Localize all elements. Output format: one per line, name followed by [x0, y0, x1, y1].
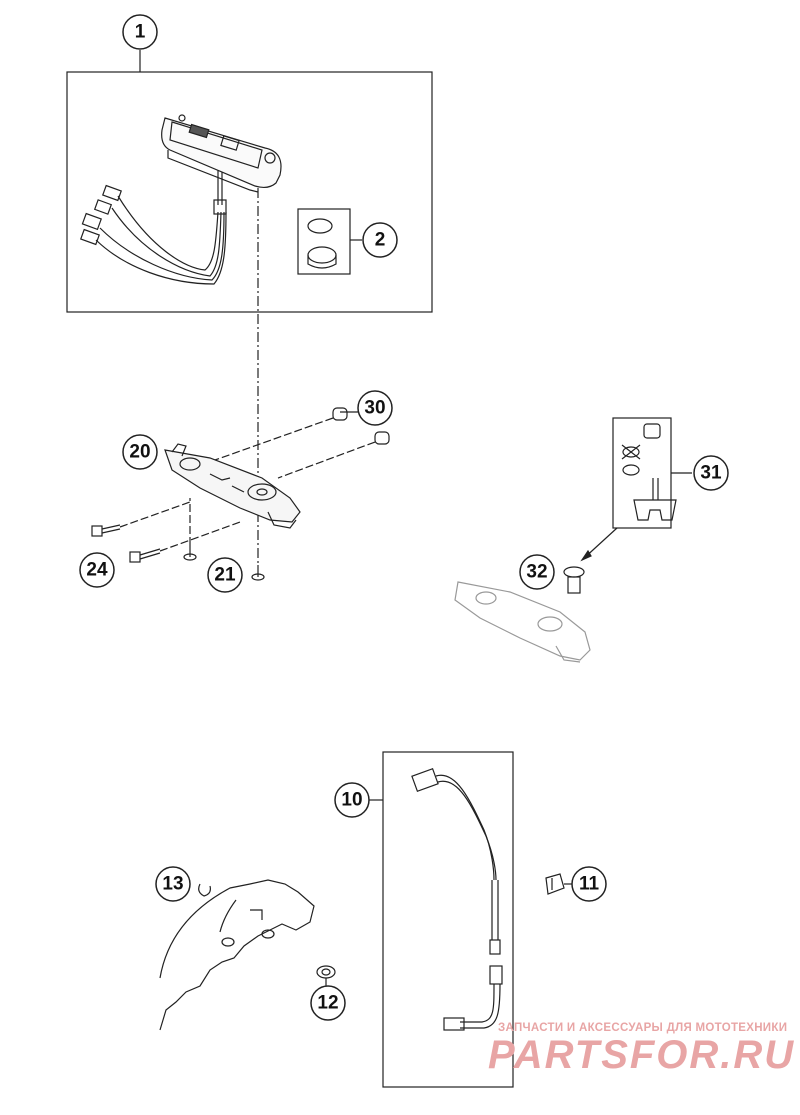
speed-sensor-cable: [411, 767, 503, 1031]
callout-13: [155, 866, 191, 902]
callout-label-10: 10: [341, 790, 362, 811]
callout-20: [122, 434, 158, 470]
callout-10: [334, 782, 370, 818]
callout-label-21: 21: [214, 565, 236, 586]
instrument-group-box: [66, 71, 433, 313]
part-32-bushing: [563, 566, 585, 594]
watermark-tagline: ЗАПЧАСТИ И АКСЕССУАРЫ ДЛЯ МОТОТЕХНИКИ: [498, 1022, 788, 1034]
part-12-nut: [316, 965, 336, 988]
callout-label-20: 20: [129, 442, 150, 463]
part-10-sensor-box: [368, 751, 514, 1088]
callout-11: [571, 866, 607, 902]
part-2-seal-nut: [297, 208, 362, 275]
part-31-kit: [612, 417, 692, 529]
callout-label-24: 24: [86, 560, 108, 581]
callout-1: [122, 14, 158, 50]
callout-21: [207, 557, 243, 593]
bracket-outline: [454, 581, 591, 663]
callout-30: [357, 390, 393, 426]
axis-24b: [159, 521, 241, 552]
axis-30b: [277, 441, 376, 479]
part-11-clip: [545, 873, 572, 895]
callout-label-11: 11: [579, 874, 600, 895]
bolts-24: [91, 524, 161, 563]
callout-label-1: 1: [135, 22, 146, 43]
bracket-20: [164, 443, 301, 529]
callout-label-2: 2: [375, 230, 386, 251]
arrow-head: [580, 549, 592, 562]
callout-31: [693, 455, 729, 491]
screws-21: [183, 545, 265, 581]
callout-label-32: 32: [526, 562, 547, 583]
callout-24: [79, 552, 115, 588]
wiring-harness: [80, 184, 227, 285]
callout-32: [519, 554, 555, 590]
callout-label-31: 31: [700, 463, 722, 484]
callout-2: [362, 222, 398, 258]
axis-24a: [119, 501, 191, 528]
callout-label-30: 30: [364, 398, 385, 419]
callout-12: [310, 985, 346, 1021]
bushings-30: [332, 407, 390, 445]
callout-label-12: 12: [317, 993, 338, 1014]
axis-30a: [214, 417, 334, 461]
part-13-circlip: [198, 883, 211, 897]
watermark-logo-text: PARTSFOR.RU: [488, 1033, 796, 1077]
callout-label-13: 13: [162, 874, 183, 895]
brake-disc-outline: [159, 879, 315, 1031]
speedometer-unit: [161, 114, 282, 215]
